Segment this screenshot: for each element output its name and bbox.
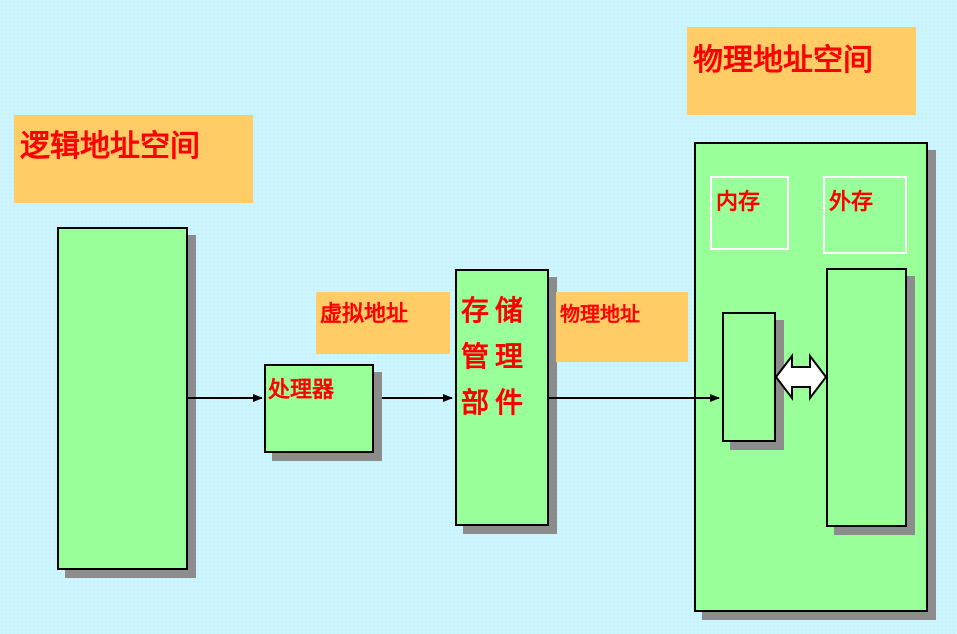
memory-management-unit-box: 存储 管理 部件 — [455, 269, 549, 526]
external-storage-label: 外存 — [829, 189, 874, 215]
processor-box: 处理器 — [264, 364, 374, 453]
logical-address-space-block — [57, 227, 188, 570]
physical-address-space-label: 物理地址空间 — [687, 27, 916, 115]
main-memory-label: 内存 — [716, 189, 761, 215]
virtual-address-label: 虚拟地址 — [316, 292, 450, 354]
external-storage-block — [826, 268, 907, 527]
logical-address-space-label: 逻辑地址空间 — [14, 115, 253, 203]
mmu-label-line3: 部件 — [461, 386, 530, 419]
external-storage-caption: 外存 — [823, 176, 907, 254]
processor-label: 处理器 — [268, 377, 335, 403]
main-memory-caption: 内存 — [710, 176, 789, 250]
mmu-label-line2: 管理 — [461, 340, 530, 373]
mmu-label-line1: 存储 — [461, 294, 530, 327]
physical-address-label: 物理地址 — [556, 292, 688, 362]
memory-swap-double-arrow — [774, 353, 828, 401]
